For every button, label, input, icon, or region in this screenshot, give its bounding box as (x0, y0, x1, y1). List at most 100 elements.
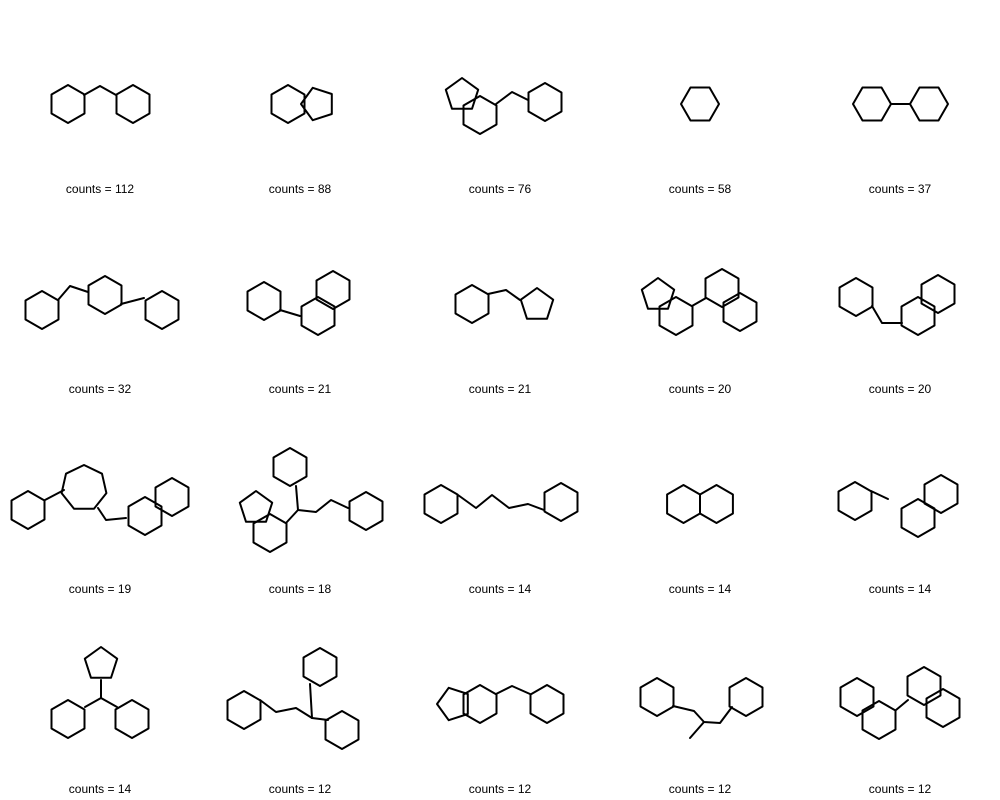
bond-path (436, 686, 469, 722)
bond-path (302, 647, 338, 687)
bond-path (728, 677, 764, 717)
bond-path (699, 484, 734, 524)
structure-cell: counts = 32 (0, 200, 200, 400)
bond-path (543, 482, 579, 522)
bond-path (300, 296, 336, 336)
bond-path (900, 296, 936, 336)
molecule-drawing (50, 84, 151, 124)
structure-cell: counts = 76 (400, 0, 600, 200)
bond-path (97, 507, 127, 521)
structure-cell: counts = 20 (800, 200, 1000, 400)
molecule-drawing (680, 86, 720, 122)
molecule-drawing (24, 275, 180, 330)
structure-cell: counts = 12 (600, 600, 800, 800)
bond-path (285, 509, 299, 524)
structure-cell: counts = 21 (200, 200, 400, 400)
count-label: counts = 12 (468, 782, 532, 796)
bond-path (837, 481, 873, 521)
bond-path (127, 496, 163, 536)
bond-path (115, 84, 151, 124)
molecule-drawing (436, 684, 565, 724)
bond-path (495, 91, 529, 105)
bond-path (906, 666, 942, 706)
bond-path (114, 699, 150, 739)
structure-cell: counts = 12 (200, 600, 400, 800)
bond-path (838, 277, 874, 317)
structure-cell: counts = 21 (400, 200, 600, 400)
molecule-drawing (454, 284, 555, 324)
molecule-drawing (640, 268, 758, 336)
bond-path (50, 84, 86, 124)
bond-path (487, 289, 521, 301)
structure-cell: counts = 58 (600, 0, 800, 200)
count-label: counts = 14 (868, 582, 932, 596)
bond-path (83, 646, 119, 679)
bond-path (252, 513, 288, 553)
count-label: counts = 21 (468, 382, 532, 396)
bond-path (529, 684, 565, 724)
bond-path (272, 447, 308, 487)
bond-path (444, 77, 480, 110)
structure-cell: counts = 112 (0, 0, 200, 200)
bond-path (279, 309, 301, 317)
count-label: counts = 12 (868, 782, 932, 796)
bond-path (226, 690, 262, 730)
bond-path (154, 477, 190, 517)
bond-path (462, 95, 498, 135)
count-label: counts = 14 (468, 582, 532, 596)
bond-path (348, 491, 384, 531)
molecule-drawing (246, 270, 351, 336)
count-label: counts = 12 (668, 782, 732, 796)
bond-path (519, 287, 555, 320)
molecule-drawing (50, 646, 150, 739)
bond-path (44, 489, 65, 501)
molecule-drawing (423, 482, 579, 524)
bond-path (689, 721, 705, 739)
molecule-drawing (10, 464, 190, 536)
bond-path (270, 84, 306, 124)
structure-cell: counts = 14 (600, 400, 800, 600)
bond-path (861, 700, 897, 740)
structure-cell: counts = 37 (800, 0, 1000, 200)
structure-cell: counts = 19 (0, 400, 200, 600)
bond-path (50, 699, 86, 739)
bond-path (83, 85, 117, 96)
bond-path (454, 284, 490, 324)
bond-path (300, 86, 333, 122)
bond-path (639, 677, 675, 717)
bond-path (144, 290, 180, 330)
count-label: counts = 32 (68, 382, 132, 396)
bond-path (324, 710, 360, 750)
bond-path (495, 685, 531, 695)
structure-cell: counts = 14 (400, 400, 600, 600)
molecule-drawing (837, 474, 959, 538)
bond-path (311, 717, 329, 721)
bond-path (120, 297, 145, 305)
bond-path (315, 270, 351, 310)
molecule-drawing (639, 677, 764, 739)
molecule-drawing (444, 77, 563, 135)
count-label: counts = 21 (268, 382, 332, 396)
bond-path (920, 274, 956, 314)
bond-path (870, 490, 889, 500)
count-label: counts = 14 (668, 582, 732, 596)
bond-path (100, 697, 118, 708)
structure-cell: counts = 14 (800, 400, 1000, 600)
bond-path (640, 277, 676, 310)
bond-path (672, 705, 733, 724)
molecule-drawing (226, 647, 360, 750)
bond-path (691, 297, 707, 307)
count-label: counts = 37 (868, 182, 932, 196)
count-label: counts = 112 (65, 182, 135, 196)
bond-path (839, 677, 875, 717)
bond-path (246, 281, 282, 321)
bond-path (925, 688, 961, 728)
structure-cell: counts = 12 (400, 600, 600, 800)
count-label: counts = 12 (268, 782, 332, 796)
molecule-drawing (852, 86, 949, 122)
molecule-drawing (839, 666, 961, 740)
bond-path (895, 699, 909, 711)
bond-path (527, 82, 563, 122)
molecule-drawing (838, 274, 956, 336)
count-label: counts = 18 (268, 582, 332, 596)
